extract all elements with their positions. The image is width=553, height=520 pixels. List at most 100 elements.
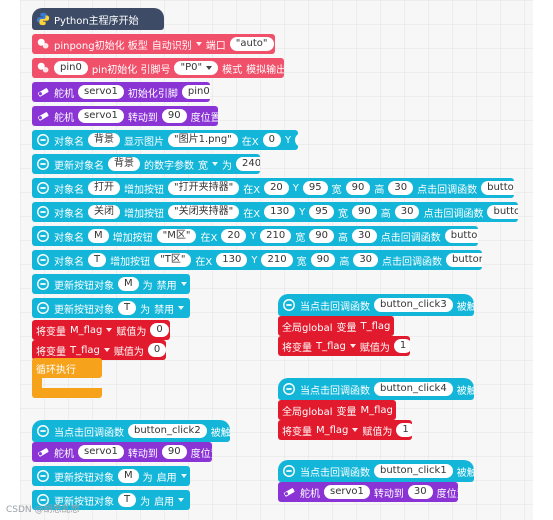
servo-name-input[interactable]: servo1: [324, 485, 370, 499]
callback-input[interactable]: button_click3: [374, 298, 453, 312]
pin-init-block[interactable]: pin0 pin初始化 引脚号 "P0" 模式 模拟输出: [32, 58, 284, 78]
servo-init-block[interactable]: 舵机 servo1 初始化引脚 pin0: [32, 82, 210, 102]
variable-name[interactable]: T_flag: [360, 320, 391, 332]
value-input[interactable]: 1: [393, 339, 410, 353]
update-button-state-block[interactable]: 更新按钮对象 T 为 启用: [32, 490, 190, 510]
y-input[interactable]: 210: [261, 253, 293, 267]
callback-input[interactable]: button_click2: [128, 424, 207, 438]
loop-forever-block[interactable]: 循环执行: [32, 358, 102, 378]
callback-hat-block[interactable]: 当点击回调函数 button_click3 被触发: [278, 294, 474, 316]
y-input[interactable]: 95: [309, 205, 334, 219]
object-name-input[interactable]: M: [118, 277, 139, 291]
object-name-input[interactable]: M: [118, 469, 139, 483]
variable-name[interactable]: M_flag: [360, 404, 393, 416]
image-file-input[interactable]: "图片1.png": [168, 133, 238, 147]
value-input[interactable]: 240: [236, 157, 260, 171]
pin-number-dropdown[interactable]: "P0": [174, 61, 219, 75]
x-input[interactable]: 130: [264, 205, 296, 219]
servo-rotate-block[interactable]: 舵机 servo1 转动到 90 度位置: [32, 106, 218, 126]
button-text-input[interactable]: "关闭夹持器": [168, 205, 240, 219]
servo-name-input[interactable]: servo1: [78, 445, 124, 459]
height-input[interactable]: 30: [353, 253, 379, 267]
value-input[interactable]: 0: [150, 323, 169, 337]
object-name-input[interactable]: 打开: [88, 181, 120, 195]
set-variable-block[interactable]: 将变量 T_flag 赋值为 0: [32, 340, 166, 360]
servo-pin-input[interactable]: pin0: [181, 85, 210, 99]
y-input[interactable]: 210: [260, 229, 292, 243]
update-button-state-block[interactable]: 更新按钮对象 T 为 禁用: [32, 298, 190, 318]
angle-input[interactable]: 90: [161, 109, 187, 123]
object-name-input[interactable]: 背景: [88, 133, 120, 147]
button-text-input[interactable]: "打开夹持器": [168, 181, 240, 195]
servo-rotate-block[interactable]: 舵机 servo1 转动到 30 度位置: [278, 482, 458, 502]
add-button-block[interactable]: 对象名 关闭 增加按钮 "关闭夹持器" 在X 130 Y 95 宽 90 高 3…: [32, 202, 518, 222]
update-button-state-block[interactable]: 更新按钮对象 M 为 禁用: [32, 274, 190, 294]
callback-input[interactable]: button_click3: [444, 229, 478, 243]
variable-dropdown[interactable]: M_flag: [70, 325, 113, 336]
callback-hat-block[interactable]: 当点击回调函数 button_click2 被触发: [32, 420, 230, 442]
object-name-input[interactable]: M: [88, 229, 109, 243]
x-input[interactable]: 0: [262, 133, 282, 147]
display-icon: [282, 464, 296, 478]
x-input[interactable]: 20: [264, 181, 289, 195]
width-input[interactable]: 90: [309, 229, 334, 243]
global-variable-block[interactable]: 全局global 变量 M_flag: [278, 400, 396, 420]
set-variable-block[interactable]: 将变量 M_flag 赋值为 1: [278, 420, 412, 440]
port-input[interactable]: "auto": [229, 37, 274, 51]
x-input[interactable]: 130: [216, 253, 248, 267]
callback-hat-block[interactable]: 当点击回调函数 button_click1 被触发: [278, 460, 474, 482]
object-name-input[interactable]: T: [118, 493, 137, 507]
button-text-input[interactable]: "T区": [154, 253, 192, 267]
variable-dropdown[interactable]: T_flag: [70, 345, 110, 356]
pinpong-init-block[interactable]: pinpong初始化 板型 自动识别 端口 "auto": [32, 34, 275, 54]
servo-name-input[interactable]: servo1: [78, 109, 124, 123]
label: 宽: [296, 256, 307, 268]
height-input[interactable]: 30: [352, 229, 377, 243]
mode-dropdown[interactable]: 模拟输出: [246, 61, 284, 76]
board-dropdown[interactable]: 自动识别: [152, 37, 202, 52]
callback-hat-block[interactable]: 当点击回调函数 button_click4 被触发: [278, 378, 474, 400]
callback-input[interactable]: button_click2: [487, 205, 518, 219]
angle-input[interactable]: 30: [407, 485, 433, 499]
state-dropdown[interactable]: 启用: [157, 469, 187, 484]
value-input[interactable]: 0: [147, 343, 166, 357]
callback-input[interactable]: button_click4: [446, 253, 482, 267]
add-button-block[interactable]: 对象名 打开 增加按钮 "打开夹持器" 在X 20 Y 95 宽 90 高 30…: [32, 178, 514, 198]
callback-input[interactable]: button_click4: [374, 382, 453, 396]
set-variable-block[interactable]: 将变量 T_flag 赋值为 1: [278, 336, 410, 356]
param-dropdown[interactable]: 宽: [198, 157, 218, 172]
height-input[interactable]: 30: [394, 205, 420, 219]
variable-dropdown[interactable]: T_flag: [316, 341, 356, 352]
show-image-block[interactable]: 对象名 背景 显示图片 "图片1.png" 在X 0 Y 0: [32, 130, 298, 150]
callback-input[interactable]: button_click1: [481, 181, 514, 195]
height-input[interactable]: 30: [388, 181, 414, 195]
python-main-hat-block[interactable]: Python主程序开始: [32, 8, 164, 30]
width-input[interactable]: 90: [310, 253, 336, 267]
object-name-input[interactable]: 背景: [108, 157, 140, 171]
object-name-input[interactable]: 关闭: [88, 205, 120, 219]
y-input[interactable]: 0: [295, 133, 298, 147]
state-dropdown[interactable]: 禁用: [154, 301, 185, 316]
object-name-input[interactable]: T: [118, 301, 137, 315]
object-name-input[interactable]: T: [88, 253, 107, 267]
width-input[interactable]: 90: [352, 205, 377, 219]
add-button-block[interactable]: 对象名 M 增加按钮 "M区" 在X 20 Y 210 宽 90 高 30 点击…: [32, 226, 478, 246]
width-input[interactable]: 90: [345, 181, 371, 195]
callback-input[interactable]: button_click1: [374, 464, 453, 478]
state-dropdown[interactable]: 禁用: [157, 277, 187, 292]
state-dropdown[interactable]: 启用: [154, 493, 185, 508]
variable-dropdown[interactable]: M_flag: [316, 425, 359, 436]
y-input[interactable]: 95: [302, 181, 328, 195]
pin-variable-input[interactable]: pin0: [54, 61, 88, 75]
update-number-block[interactable]: 更新对象名 背景 的数字参数 宽 为 240: [32, 154, 260, 174]
global-variable-block[interactable]: 全局global 变量 T_flag: [278, 316, 394, 336]
servo-name-input[interactable]: servo1: [78, 85, 124, 99]
button-text-input[interactable]: "M区": [156, 229, 197, 243]
add-button-block[interactable]: 对象名 T 增加按钮 "T区" 在X 130 Y 210 宽 90 高 30 点…: [32, 250, 482, 270]
set-variable-block[interactable]: 将变量 M_flag 赋值为 0: [32, 320, 170, 340]
x-input[interactable]: 20: [221, 229, 247, 243]
value-input[interactable]: 1: [396, 423, 412, 437]
servo-rotate-block[interactable]: 舵机 servo1 转动到 90 度位置: [32, 442, 212, 462]
update-button-state-block[interactable]: 更新按钮对象 M 为 启用: [32, 466, 190, 486]
angle-input[interactable]: 90: [161, 445, 187, 459]
